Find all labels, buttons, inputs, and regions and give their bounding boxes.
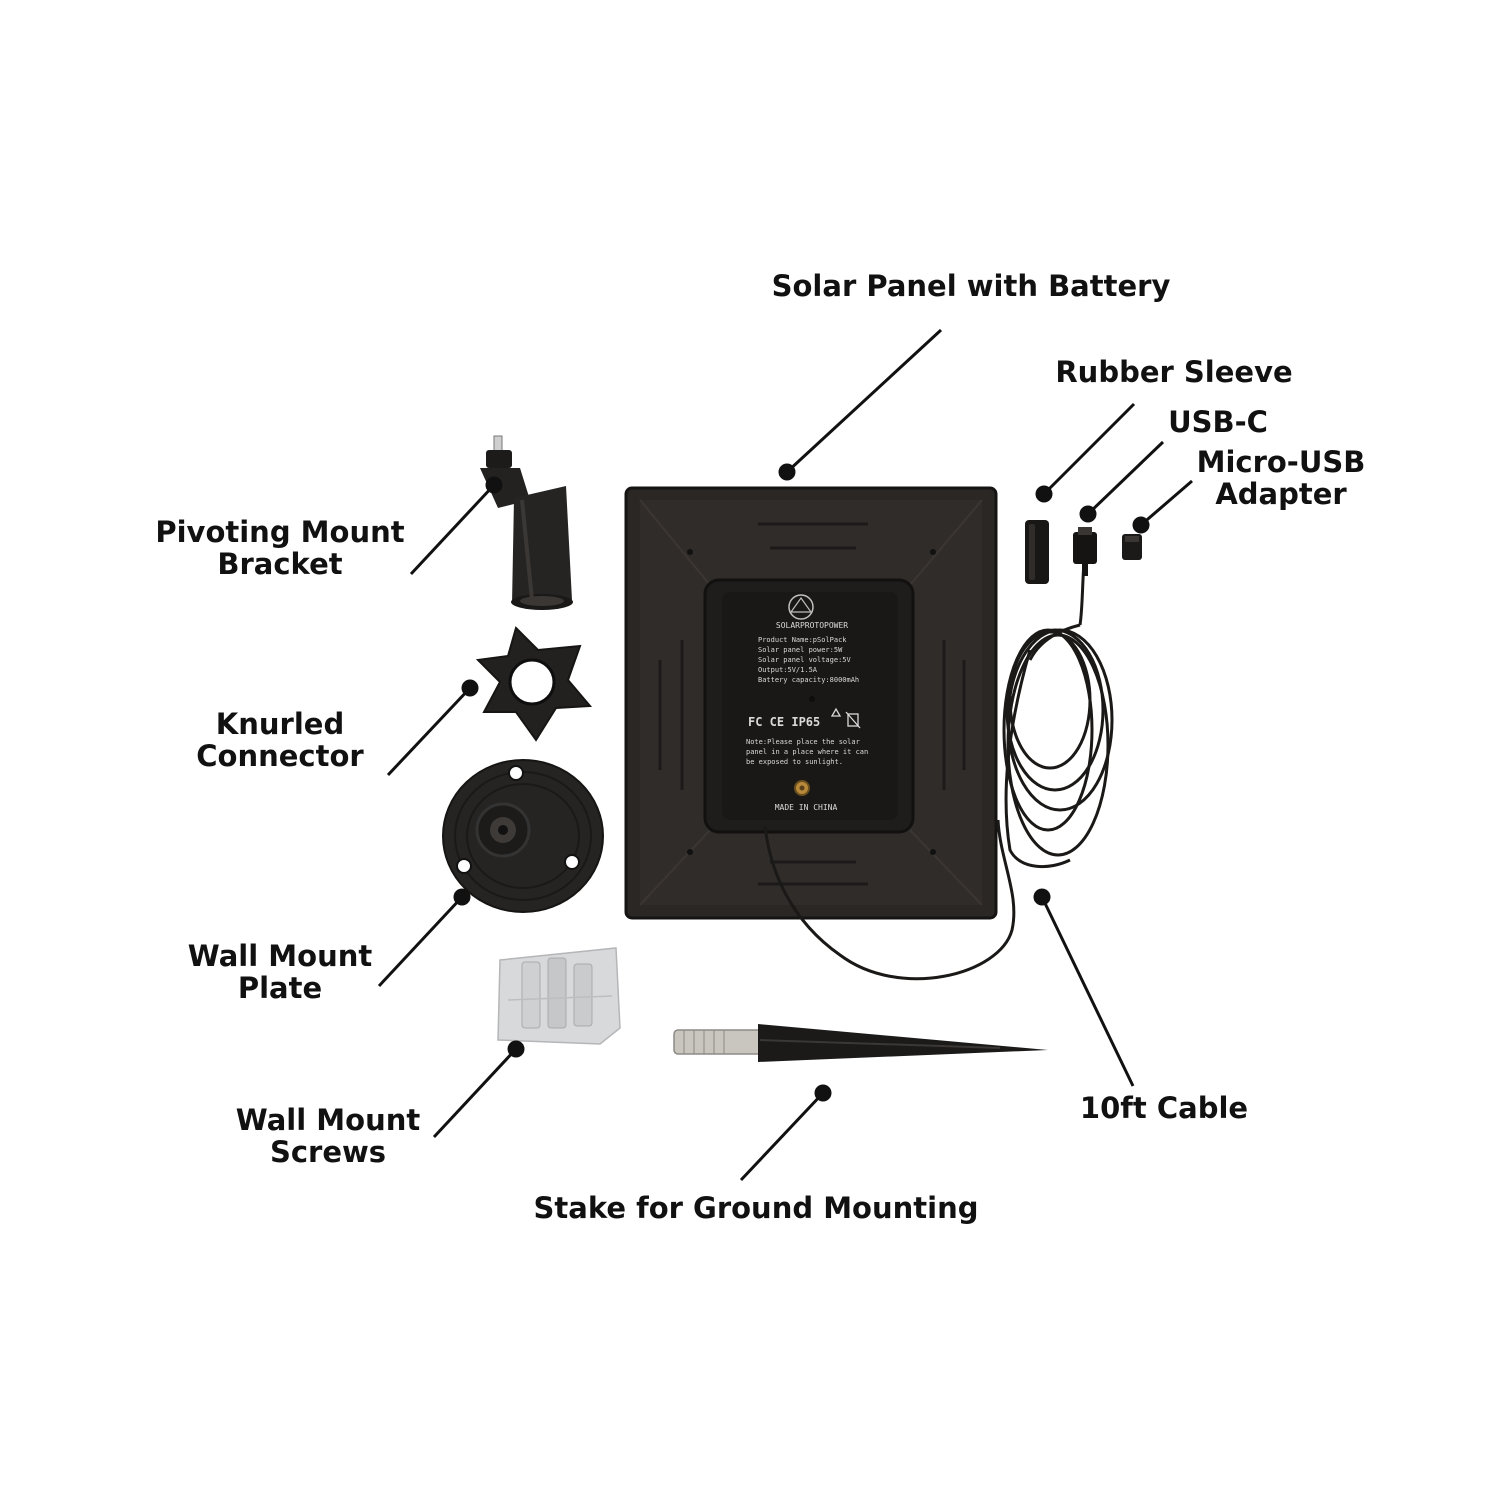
- leader-lines: [377, 328, 1193, 1182]
- sticker-line: Battery capacity:8000mAh: [758, 676, 859, 684]
- label-text: USB-C: [1168, 405, 1268, 439]
- label-wall-mount-plate: Wall Mount Plate: [170, 940, 390, 1004]
- label-pivoting-mount-bracket: Pivoting Mount Bracket: [134, 516, 426, 580]
- label-text: Bracket: [217, 547, 343, 581]
- cable-illustration: [763, 549, 1114, 981]
- pivoting-bracket-illustration: [480, 435, 573, 610]
- wall-mount-plate-illustration: [442, 759, 604, 913]
- label-text: Rubber Sleeve: [1055, 355, 1293, 389]
- label-text: Micro-USB: [1196, 445, 1366, 479]
- label-solar-panel: Solar Panel with Battery: [758, 270, 1184, 302]
- sticker-note: Note:Please place the solar: [746, 738, 860, 746]
- label-text: Screws: [269, 1135, 387, 1169]
- label-text: Stake for Ground Mounting: [533, 1191, 979, 1225]
- label-micro-usb-adapter: Micro-USB Adapter: [1186, 446, 1376, 510]
- sticker-brand: SOLARPROTOPOWER: [776, 621, 848, 630]
- solar-panel-illustration: SOLARPROTOPOWER Product Name:pSolPack So…: [624, 486, 998, 920]
- sticker-cert: FC CE IP65: [748, 715, 820, 729]
- label-10ft-cable: 10ft Cable: [1068, 1092, 1260, 1124]
- label-ground-stake: Stake for Ground Mounting: [514, 1192, 998, 1224]
- sticker-note: be exposed to sunlight.: [746, 758, 843, 766]
- label-text: Pivoting Mount: [155, 515, 405, 549]
- sticker-line: Product Name:pSolPack: [758, 636, 847, 644]
- label-usb-c: USB-C: [1148, 406, 1288, 438]
- knurled-connector-illustration: [475, 626, 593, 742]
- sticker-line: Solar panel voltage:5V: [758, 656, 852, 664]
- sticker-line: Solar panel power:5W: [758, 646, 843, 654]
- label-text: Knurled: [215, 707, 345, 741]
- label-text: Wall Mount: [235, 1103, 421, 1137]
- sticker-note: panel in a place where it can: [746, 748, 868, 756]
- label-text: Connector: [196, 739, 364, 773]
- label-rubber-sleeve: Rubber Sleeve: [1040, 356, 1308, 388]
- small-parts-illustration: [1025, 520, 1142, 584]
- label-text: 10ft Cable: [1079, 1091, 1249, 1125]
- label-text: Solar Panel with Battery: [771, 269, 1171, 303]
- label-text: Plate: [237, 971, 323, 1005]
- label-wall-mount-screws: Wall Mount Screws: [216, 1104, 440, 1168]
- sticker-line: Output:5V/1.5A: [758, 666, 818, 674]
- label-knurled-connector: Knurled Connector: [170, 708, 390, 772]
- screw-bag-illustration: [497, 947, 621, 1045]
- label-text: Wall Mount: [187, 939, 373, 973]
- ground-stake-illustration: [673, 1024, 1048, 1062]
- label-text: Adapter: [1215, 477, 1347, 511]
- sticker-made-in: MADE IN CHINA: [775, 803, 838, 812]
